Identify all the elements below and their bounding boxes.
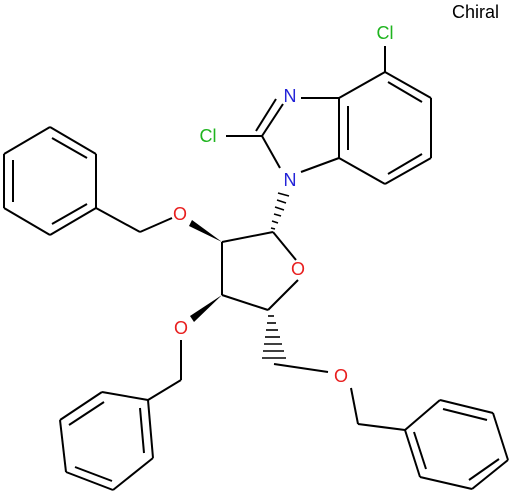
atom-cl-imidazole: Cl: [200, 126, 217, 146]
chiral-flag-label: Chiral: [452, 2, 500, 22]
benzo-ring: [338, 71, 432, 185]
atom-cl-ring: Cl: [377, 23, 394, 43]
benzyl-linkers: [95, 207, 406, 431]
furanose-ring: [221, 231, 299, 311]
stereo-wedges: [189, 220, 222, 322]
atom-o-ring: O: [291, 259, 305, 279]
phenyl-ring-3: [404, 399, 509, 490]
glycosidic-hash-bond: [270, 192, 290, 230]
c5-hash-bond: [262, 315, 286, 359]
atom-o-benzyloxy-2: O: [173, 204, 187, 224]
phenyl-ring-1: [3, 126, 97, 236]
atom-o-benzyloxy-5: O: [334, 366, 348, 386]
imidazole-ring: [255, 97, 340, 173]
atom-n-imine: N: [284, 86, 297, 106]
chlorine-bonds: [226, 46, 386, 137]
phenyl-ring-2: [59, 391, 154, 491]
atom-n-glycosidic: N: [284, 170, 297, 190]
atom-o-benzyloxy-3: O: [174, 318, 188, 338]
